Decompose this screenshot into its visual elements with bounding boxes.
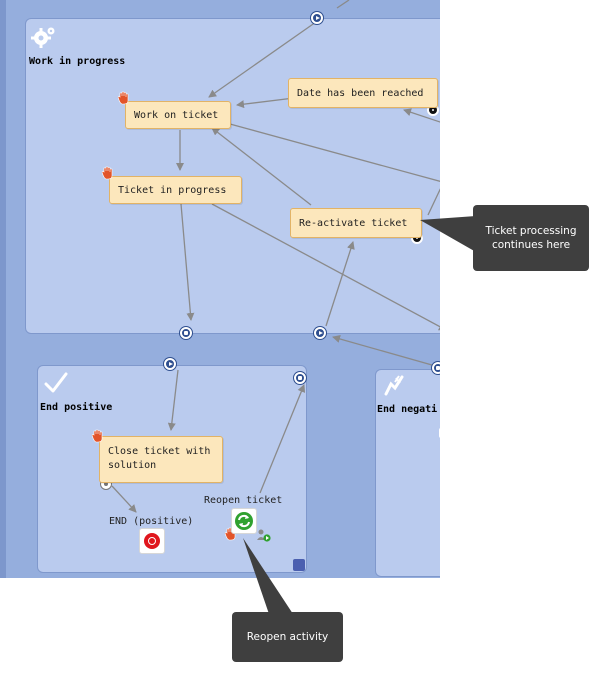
node-close-ticket[interactable]: Close ticket with solution — [99, 436, 223, 483]
broken-star-icon — [384, 375, 404, 396]
play-connector[interactable] — [314, 327, 326, 339]
lane-scroll-marker — [439, 428, 440, 438]
stop-connector[interactable] — [432, 362, 440, 374]
tooltip-ticket-processing: Ticket processing continues here — [473, 205, 589, 271]
transition-lines — [111, 0, 440, 513]
end-positive-label: END (positive) — [109, 516, 194, 527]
node-date-reached[interactable]: Date has been reached — [288, 78, 438, 108]
node-reactivate-ticket[interactable]: Re-activate ticket — [290, 208, 422, 238]
checkmark-icon — [44, 372, 68, 393]
hand-icon — [102, 166, 113, 180]
tooltip-pointer — [420, 216, 476, 252]
node-ticket-in-progress[interactable]: Ticket in progress — [109, 176, 242, 204]
lane-title-end-negative: End negati — [377, 404, 438, 415]
gear-icon — [31, 27, 55, 48]
end-icon[interactable] — [139, 528, 165, 554]
play-connector[interactable] — [164, 358, 176, 370]
node-work-on-ticket[interactable]: Work on ticket — [125, 101, 231, 129]
reopen-ticket-label: Reopen ticket — [204, 495, 283, 506]
hand-icon — [118, 91, 129, 105]
tooltip-pointer — [243, 538, 293, 614]
lane-end-negative[interactable]: End negati — [375, 369, 440, 577]
user-play-icon — [257, 529, 271, 542]
hand-icon — [92, 429, 103, 443]
refresh-icon[interactable] — [231, 508, 257, 534]
stop-connector[interactable] — [180, 327, 192, 339]
resize-handle[interactable] — [293, 559, 305, 571]
tooltip-reopen-activity: Reopen activity — [232, 612, 343, 662]
lane-title-work-in-progress: Work in progress — [29, 56, 126, 67]
lane-title-end-positive: End positive — [40, 402, 113, 413]
stop-connector[interactable] — [294, 372, 306, 384]
diagram-canvas: Work in progress End positive End negati — [0, 0, 440, 578]
play-connector[interactable] — [311, 12, 323, 24]
